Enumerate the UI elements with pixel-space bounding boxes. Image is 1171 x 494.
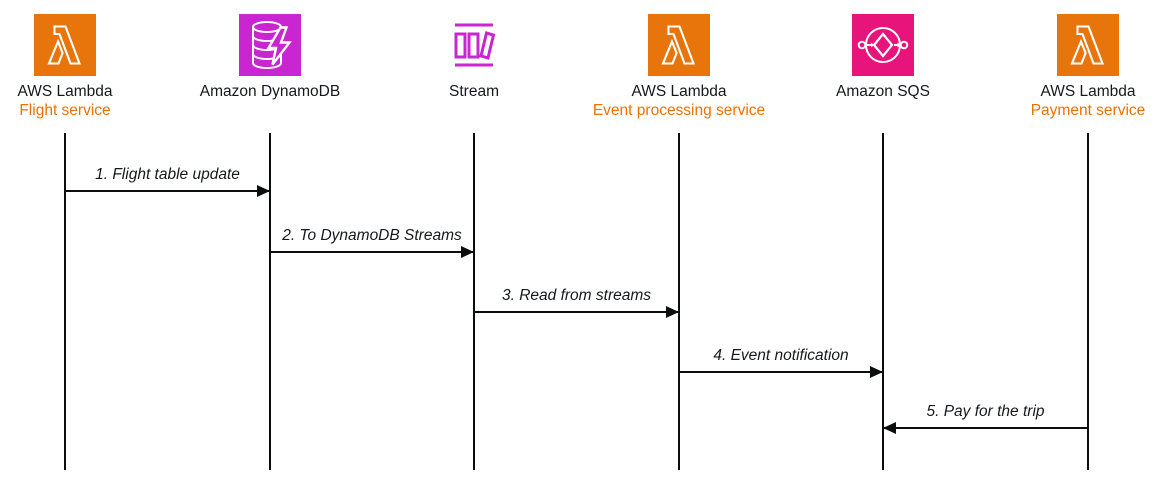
participant-title: AWS Lambda	[631, 83, 727, 100]
aws-lambda-icon	[34, 14, 96, 76]
aws-lambda-icon	[648, 14, 710, 76]
participant-subtitle: Flight service	[19, 102, 111, 119]
message-line	[65, 190, 270, 192]
message-arrowhead-right	[461, 246, 474, 258]
participant-subtitle: Payment service	[1030, 102, 1146, 119]
lifeline-stream	[473, 133, 475, 470]
participant-stream[interactable]: Stream	[364, 14, 584, 101]
lifeline-event-processing-service	[678, 133, 680, 470]
participant-title: Amazon SQS	[836, 83, 930, 100]
lifeline-flight-service	[64, 133, 66, 470]
message-label: 3. Read from streams	[501, 287, 652, 304]
message-label: 5. Pay for the trip	[926, 403, 1045, 420]
message-line	[679, 371, 883, 373]
message-line	[270, 251, 474, 253]
participant-dynamodb[interactable]: Amazon DynamoDB	[160, 14, 380, 101]
amazon-dynamodb-icon	[239, 14, 301, 76]
message-line	[883, 427, 1088, 429]
participant-title: Amazon DynamoDB	[199, 83, 341, 100]
participant-subtitle: Event processing service	[592, 102, 766, 119]
lifeline-dynamodb	[269, 133, 271, 470]
lifeline-payment-service	[1087, 133, 1089, 470]
participant-title: AWS Lambda	[1040, 83, 1136, 100]
participant-title: Stream	[449, 83, 499, 100]
message-label: 1. Flight table update	[95, 166, 240, 183]
message-arrowhead-right	[257, 185, 270, 197]
message-line	[474, 311, 679, 313]
message-arrowhead-left	[883, 422, 896, 434]
message-arrowhead-right	[870, 366, 883, 378]
lifeline-amazon-sqs	[882, 133, 884, 470]
amazon-sqs-icon	[852, 14, 914, 76]
message-arrowhead-right	[666, 306, 679, 318]
participant-title: AWS Lambda	[17, 83, 113, 100]
participant-amazon-sqs[interactable]: Amazon SQS	[773, 14, 993, 101]
message-label: 4. Event notification	[713, 347, 849, 364]
message-label: 2. To DynamoDB Streams	[282, 227, 462, 244]
stream-icon	[443, 14, 505, 76]
aws-lambda-icon	[1057, 14, 1119, 76]
